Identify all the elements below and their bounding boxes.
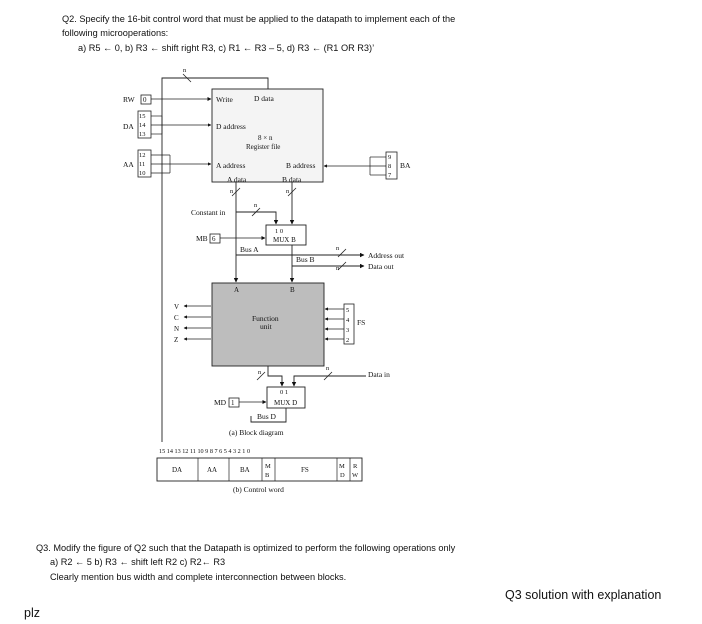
fs-bit-3: 3	[346, 327, 349, 334]
control-word: DA AA BA M B FS M D R W	[156, 457, 363, 482]
a-data-label: A data	[227, 175, 247, 184]
b-data-label: B data	[282, 175, 302, 184]
b-address-label: B address	[286, 161, 315, 170]
q3-operations: a) R2 ← 5 b) R3 ← shift left R2 c) R2← R…	[50, 557, 226, 567]
aa-label: AA	[123, 160, 134, 169]
field-da: DA	[172, 466, 182, 474]
field-fs: FS	[301, 466, 309, 474]
mb-bit: 6	[212, 235, 216, 243]
fu-out-width: n	[258, 369, 262, 376]
mux-b-label: MUX B	[273, 236, 296, 244]
q3-note: Clearly mention bus width and complete i…	[50, 572, 347, 582]
ba-label: BA	[400, 161, 411, 170]
da-bit-14: 14	[139, 122, 146, 129]
q3-heading: Q3. Modify the figure of Q2 such that th…	[36, 543, 456, 553]
flag-n: N	[174, 325, 179, 333]
register-size-label: 8 × n	[258, 134, 273, 142]
rw-label: RW	[123, 95, 136, 104]
field-rw-w: W	[352, 472, 359, 479]
block-diagram-caption: (a) Block diagram	[229, 428, 284, 437]
q2-heading: Q2. Specify the 16-bit control word that…	[62, 14, 456, 24]
data-out-width: n	[336, 265, 340, 272]
field-md-m: M	[339, 463, 345, 470]
mux-b-block: 1 0 MUX B	[265, 224, 307, 246]
b-data-width: n	[286, 188, 290, 195]
fs-bit-2: 2	[346, 337, 349, 344]
field-aa: AA	[207, 466, 217, 474]
mb-label: MB	[196, 234, 208, 243]
a-data-width: n	[230, 188, 234, 195]
a-address-label: A address	[216, 161, 245, 170]
bus-d-label: Bus D	[257, 412, 277, 421]
ba-bit-9: 9	[388, 154, 391, 161]
mux-b-inputs: 1 0	[275, 228, 283, 235]
rw-bit: 0	[143, 96, 147, 104]
function-unit-label-1: Function	[252, 314, 279, 323]
function-unit-block: A B Function unit	[211, 282, 325, 367]
control-word-bit-numbers: 15 14 13 12 11 10 9 8 7 6 5 4 3 2 1 0	[159, 448, 250, 455]
address-out-label: Address out	[368, 251, 405, 260]
write-label: Write	[216, 95, 233, 104]
q2-operations: a) R5 ← 0, b) R3 ← shift right R3, c) R1…	[78, 43, 375, 53]
control-word-caption: (b) Control word	[233, 485, 284, 494]
d-address-label: D address	[216, 122, 246, 131]
da-bit-15: 15	[139, 113, 146, 120]
function-unit-port-a: A	[234, 286, 239, 294]
fs-bit-4: 4	[346, 317, 350, 324]
q2-heading-continued: following microoperations:	[62, 28, 169, 38]
field-mb-b: B	[265, 472, 270, 479]
field-ba: BA	[240, 466, 250, 474]
aa-bit-12: 12	[139, 152, 146, 159]
flag-z: Z	[174, 336, 178, 344]
aa-bit-11: 11	[139, 161, 145, 168]
data-out-label: Data out	[368, 262, 395, 271]
register-file-label: Register file	[246, 143, 280, 151]
field-mb-m: M	[265, 463, 271, 470]
side-note: Q3 solution with explanation	[505, 588, 662, 602]
flag-c: C	[174, 314, 179, 322]
da-label: DA	[123, 122, 134, 131]
md-bit: 1	[231, 399, 235, 407]
bus-a-label: Bus A	[240, 245, 259, 254]
mux-d-block: 0 1 MUX D	[266, 386, 306, 409]
bus-b-label: Bus B	[296, 255, 315, 264]
field-rw-r: R	[353, 463, 358, 470]
footer-note: plz	[24, 606, 40, 620]
data-in-width: n	[326, 365, 330, 372]
flag-v: V	[174, 303, 179, 311]
register-file-block: Write D data D address 8 × n Register fi…	[211, 88, 324, 184]
function-unit-port-b: B	[290, 286, 295, 294]
top-width-label: n	[183, 67, 187, 74]
aa-bit-10: 10	[139, 170, 146, 177]
mux-d-inputs: 0 1	[280, 389, 288, 396]
bus-d-feedback-line	[161, 77, 269, 442]
fs-label: FS	[357, 318, 365, 327]
function-unit-label-2: unit	[260, 322, 273, 331]
d-data-label: D data	[254, 94, 274, 103]
address-out-width: n	[336, 245, 340, 252]
mux-d-label: MUX D	[274, 399, 297, 407]
constant-width: n	[254, 202, 258, 209]
constant-in-label: Constant in	[191, 208, 226, 217]
da-bit-13: 13	[139, 131, 146, 138]
md-label: MD	[214, 398, 227, 407]
fs-bit-5: 5	[346, 307, 349, 314]
ba-bit-8: 8	[388, 163, 391, 170]
field-md-d: D	[340, 472, 345, 479]
ba-bit-7: 7	[388, 172, 392, 179]
data-in-label: Data in	[368, 370, 390, 379]
